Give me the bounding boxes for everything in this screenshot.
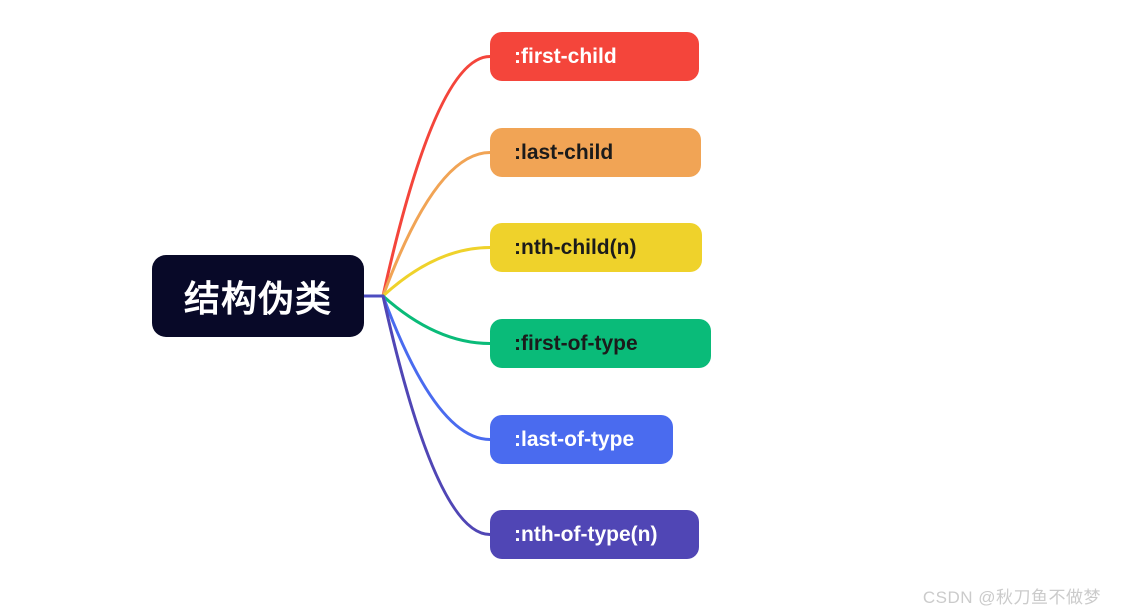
branch-node-first-child[interactable]: :first-child [490,32,699,81]
root-node-label: 结构伪类 [183,278,332,319]
branch-node-nth-child[interactable]: :nth-child(n) [490,223,702,272]
root-node[interactable]: 结构伪类 [152,255,364,337]
branch-label: :last-of-type [514,427,635,451]
branch-label: :last-child [514,140,614,164]
branch-node-last-of-type[interactable]: :last-of-type [490,415,673,464]
branch-node-nth-of-type[interactable]: :nth-of-type(n) [490,510,699,559]
branch-label: :first-of-type [514,331,638,355]
csdn-watermark: CSDN @秋刀鱼不做梦 [922,588,1101,607]
branch-node-first-of-type[interactable]: :first-of-type [490,319,711,368]
branch-label: :nth-of-type(n) [514,522,658,546]
branch-node-last-child[interactable]: :last-child [490,128,701,177]
branch-label: :first-child [514,44,617,68]
branch-label: :nth-child(n) [514,235,637,259]
